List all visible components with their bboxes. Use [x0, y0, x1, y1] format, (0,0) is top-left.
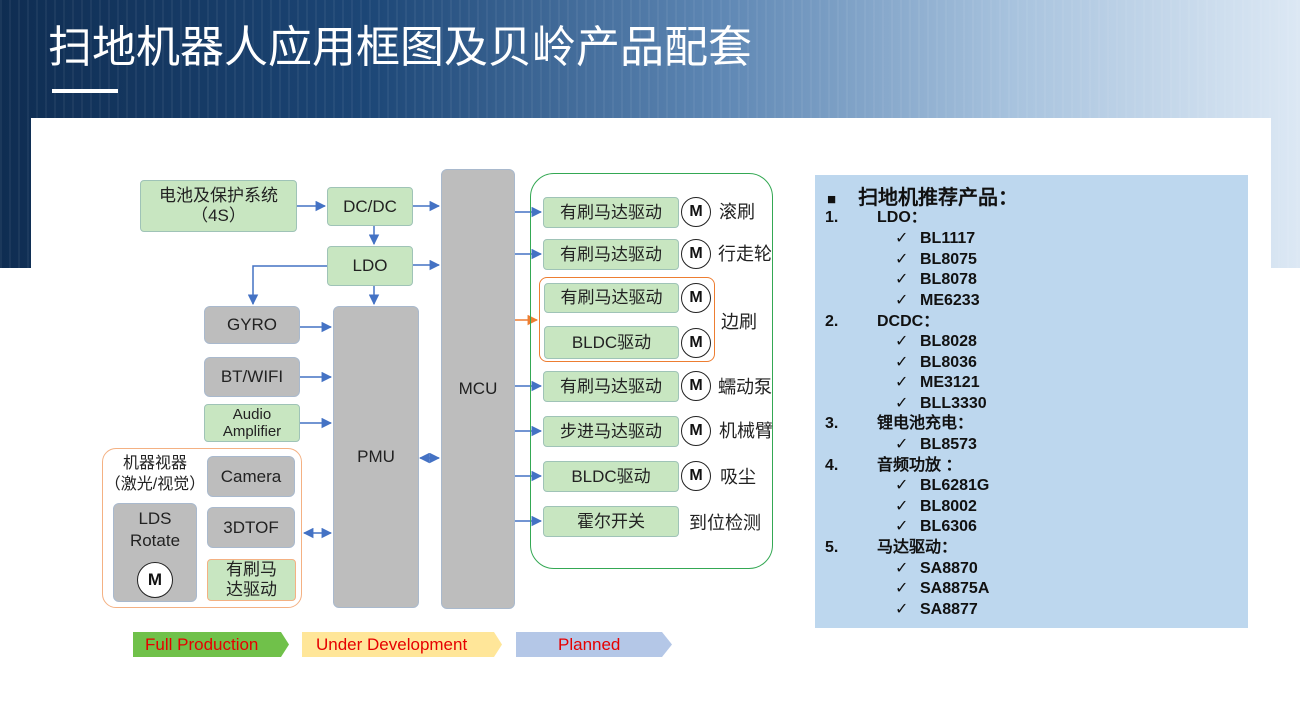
title-underline: [52, 89, 118, 93]
product-item: ✓SA8870: [895, 560, 978, 577]
checkmark-icon: ✓: [895, 580, 909, 597]
bullet-square-icon: ■: [827, 191, 837, 208]
wheel-motor-icon: M: [681, 239, 711, 269]
recommended-heading: ■ 扫地机推荐产品：: [827, 181, 1018, 210]
product-item: ✓BL8002: [895, 498, 977, 515]
pump-driver-box: 有刷马达驱动: [543, 371, 679, 402]
checkmark-icon: ✓: [895, 477, 909, 494]
product-item: ✓BL8036: [895, 354, 977, 371]
camera-box: Camera: [207, 456, 295, 497]
legend-under-development: Under Development: [302, 632, 502, 657]
wheel-driver-box: 有刷马达驱动: [543, 239, 679, 270]
position-detect-label: 到位检测: [689, 513, 761, 533]
arm-stepper-driver-box: 步进马达驱动: [543, 416, 679, 447]
suction-label: 吸尘: [720, 467, 756, 487]
page-title: 扫地机器人应用框图及贝岭产品配套: [48, 22, 752, 73]
product-item: ✓BL1117: [895, 230, 976, 247]
suction-bldc-driver-box: BLDC驱动: [543, 461, 679, 492]
category-audio-amplifier: 4.音频功放 ：: [825, 457, 962, 474]
recommended-heading-text: 扫地机推荐产品：: [858, 187, 1019, 209]
side-brush-driver-box: 有刷马达驱动: [544, 283, 679, 313]
vision-label: 机器视器 （激光/视觉）: [104, 455, 206, 493]
hall-switch-box: 霍尔开关: [543, 506, 679, 537]
suction-motor-icon: M: [681, 461, 711, 491]
recommended-products-panel: ■ 扫地机推荐产品： 1.LDO： ✓BL1117 ✓BL8075 ✓BL8078…: [815, 175, 1248, 628]
motor-driver-group: [530, 173, 773, 569]
mcu-box: MCU: [441, 169, 515, 609]
side-brush-motor-icon: M: [681, 283, 711, 313]
checkmark-icon: ✓: [895, 601, 909, 618]
legend-full-production: Full Production: [133, 632, 289, 657]
lds-rotate-label: LDS Rotate: [129, 509, 181, 551]
pump-motor-icon: M: [681, 371, 711, 401]
side-brush-bldc-driver-box: BLDC驱动: [544, 326, 679, 359]
lds-brush-motor-driver-box: 有刷马 达驱动: [207, 559, 296, 601]
product-item: ✓BL8573: [895, 436, 977, 453]
checkmark-icon: ✓: [895, 271, 909, 288]
checkmark-icon: ✓: [895, 560, 909, 577]
product-item: ✓BL8075: [895, 251, 977, 268]
3dtof-box: 3DTOF: [207, 507, 295, 548]
checkmark-icon: ✓: [895, 374, 909, 391]
rolling-brush-label: 滚刷: [719, 202, 755, 222]
arm-label: 机械臂: [719, 421, 773, 441]
product-item: ✓ME3121: [895, 374, 980, 391]
wheel-label: 行走轮: [718, 244, 772, 264]
side-brush-group: [539, 277, 715, 362]
product-item: ✓BL6306: [895, 518, 977, 535]
product-item: ✓BL8028: [895, 333, 977, 350]
pmu-box: PMU: [333, 306, 419, 608]
product-item: ✓BL8078: [895, 271, 977, 288]
ldo-box: LDO: [327, 246, 413, 286]
battery-protection-box: 电池及保护系统 （4S）: [140, 180, 297, 232]
rolling-brush-driver-box: 有刷马达驱动: [543, 197, 679, 228]
checkmark-icon: ✓: [895, 395, 909, 412]
checkmark-icon: ✓: [895, 518, 909, 535]
side-brush-label: 边刷: [721, 312, 757, 332]
legend-planned: Planned: [516, 632, 672, 657]
checkmark-icon: ✓: [895, 292, 909, 309]
checkmark-icon: ✓: [895, 436, 909, 453]
bt-wifi-box: BT/WIFI: [204, 357, 300, 397]
category-ldo: 1.LDO：: [825, 209, 927, 226]
lds-motor-icon: M: [137, 562, 173, 598]
product-item: ✓BLL3330: [895, 395, 987, 412]
checkmark-icon: ✓: [895, 333, 909, 350]
category-li-battery-charging: 3.锂电池充电：: [825, 415, 974, 432]
product-item: ✓BL6281G: [895, 477, 990, 494]
arm-motor-icon: M: [681, 416, 711, 446]
category-dcdc: 2.DCDC：: [825, 313, 940, 330]
product-item: ✓SA8877: [895, 601, 978, 618]
audio-amplifier-box: Audio Amplifier: [204, 404, 300, 442]
gyro-box: GYRO: [204, 306, 300, 344]
product-item: ✓SA8875A: [895, 580, 990, 597]
dcdc-box: DC/DC: [327, 187, 413, 226]
category-motor-driver: 5.马达驱动：: [825, 539, 958, 556]
checkmark-icon: ✓: [895, 498, 909, 515]
pump-label: 蠕动泵: [718, 377, 772, 397]
side-brush-bldc-motor-icon: M: [681, 328, 711, 358]
product-item: ✓ME6233: [895, 292, 980, 309]
checkmark-icon: ✓: [895, 354, 909, 371]
checkmark-icon: ✓: [895, 230, 909, 247]
vision-group: [102, 448, 302, 608]
checkmark-icon: ✓: [895, 251, 909, 268]
rolling-brush-motor-icon: M: [681, 197, 711, 227]
